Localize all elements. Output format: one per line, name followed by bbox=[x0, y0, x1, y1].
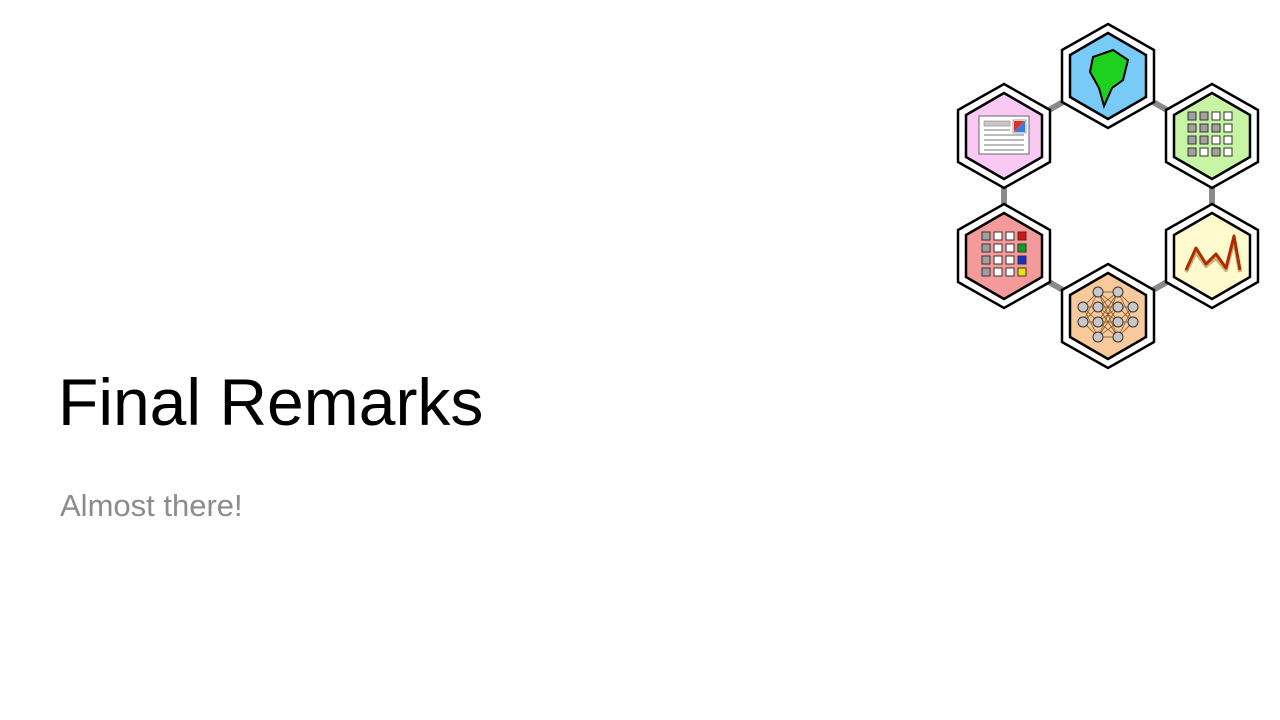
grid-cells bbox=[1187, 111, 1233, 157]
grid-hex-icon bbox=[1164, 82, 1260, 190]
hexagon-logo-cluster bbox=[956, 22, 1260, 370]
slide-title: Final Remarks bbox=[58, 365, 484, 439]
slide-subtitle: Almost there! bbox=[60, 488, 243, 523]
document-hex-icon bbox=[956, 82, 1052, 190]
map-hex-icon bbox=[1060, 22, 1156, 130]
line-chart-hex-icon bbox=[1164, 202, 1260, 310]
neural-network-hex-icon bbox=[1060, 262, 1156, 370]
table-colors-hex-icon bbox=[956, 202, 1052, 310]
network-nodes bbox=[1077, 286, 1139, 343]
table-cells bbox=[981, 231, 1027, 277]
